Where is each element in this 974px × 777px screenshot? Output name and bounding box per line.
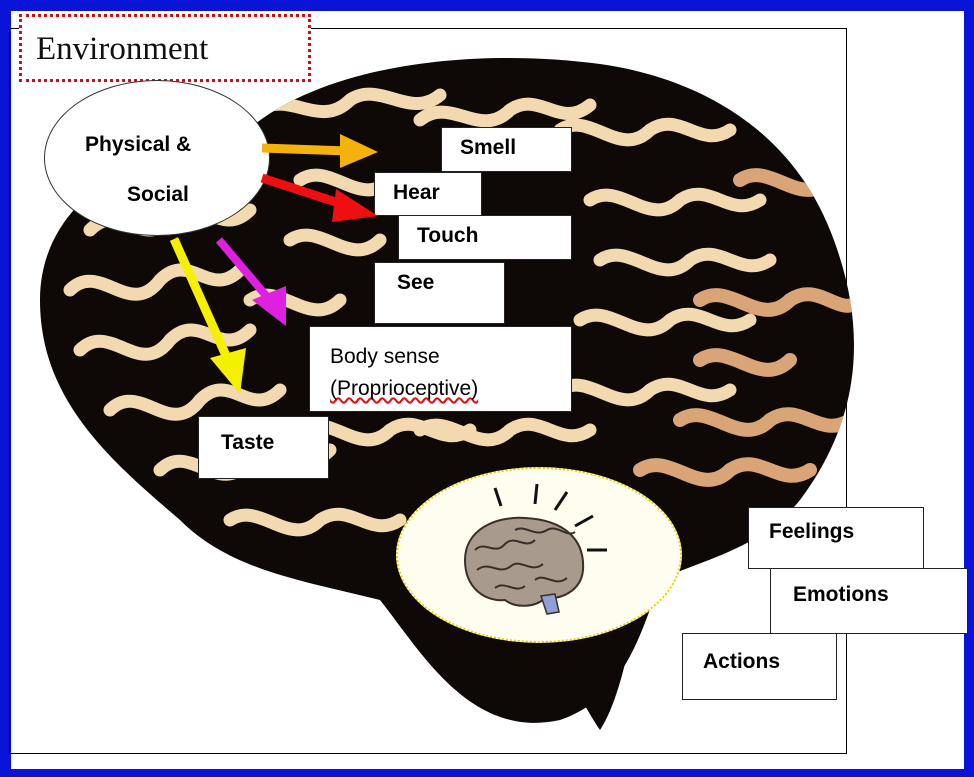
see-label: See [397, 271, 434, 294]
feelings-box: Feelings [748, 507, 924, 569]
physical-social-ellipse [44, 80, 270, 236]
emotions-box: Emotions [770, 568, 968, 634]
environment-title: Environment [19, 14, 311, 82]
smell-label: Smell [460, 136, 516, 159]
body-sense-box: Body sense (Proprioceptive) [309, 326, 572, 412]
smell-box: Smell [441, 127, 572, 172]
taste-label: Taste [221, 431, 274, 454]
actions-label: Actions [703, 650, 780, 673]
emotions-label: Emotions [793, 583, 889, 606]
hear-box: Hear [374, 172, 482, 216]
touch-label: Touch [417, 224, 478, 247]
hear-label: Hear [393, 181, 440, 204]
touch-box: Touch [398, 215, 572, 260]
see-box: See [374, 262, 505, 324]
social-label: Social [127, 183, 189, 207]
small-brain-icon [455, 480, 625, 620]
actions-box: Actions [682, 633, 837, 700]
taste-box: Taste [198, 416, 329, 479]
physical-label: Physical & [85, 133, 191, 157]
proprioceptive-label: (Proprioceptive) [330, 373, 571, 405]
feelings-label: Feelings [769, 520, 854, 543]
body-sense-label: Body sense [330, 341, 571, 373]
